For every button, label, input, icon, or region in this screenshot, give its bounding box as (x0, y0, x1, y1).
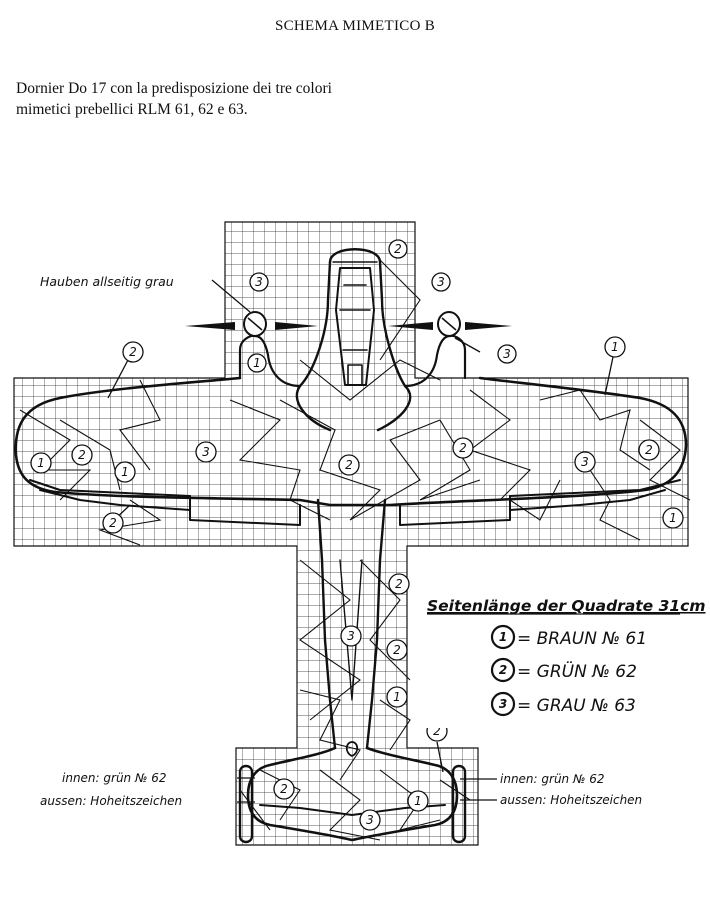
svg-text:1: 1 (499, 630, 507, 644)
svg-text:1: 1 (37, 456, 45, 470)
marker-wing-left-top: 2 (122, 341, 144, 363)
svg-text:2: 2 (109, 516, 117, 530)
marker-wing-right-top: 1 (604, 336, 626, 358)
svg-text:3: 3 (347, 629, 355, 643)
legend-label-gruen: = GRÜN № 62 (517, 660, 637, 682)
propeller-right (388, 311, 512, 337)
marker-engine-left: 1 (247, 353, 267, 373)
marker-prop-left: 3 (249, 272, 269, 292)
legend-label-braun: = BRAUN № 61 (517, 629, 647, 649)
scale-note: Seitenlänge der Quadrate 31cm (427, 597, 706, 615)
tail-right-note-1: innen: grün № 62 (500, 772, 605, 786)
svg-text:2: 2 (459, 441, 467, 455)
caption-line-1: Dornier Do 17 con la predisposizione dei… (16, 80, 332, 97)
svg-text:1: 1 (669, 511, 677, 525)
svg-text:3: 3 (202, 445, 210, 459)
svg-text:1: 1 (121, 465, 129, 479)
marker-tail-mid: 3 (359, 809, 381, 831)
marker-prop-right: 3 (431, 272, 451, 292)
marker-center: 2 (338, 454, 360, 476)
tail-left-note-2: aussen: Hoheitszeichen (40, 794, 182, 808)
svg-text:3: 3 (581, 455, 589, 469)
marker-nose: 2 (388, 239, 408, 259)
marker-fus-a: 2 (388, 573, 410, 595)
svg-text:2: 2 (433, 724, 441, 738)
marker-fus-b: 3 (340, 625, 362, 647)
svg-text:2: 2 (129, 345, 137, 359)
marker-rw-b: 3 (574, 451, 596, 473)
legend-item-2: 2 = GRÜN № 62 (490, 657, 637, 683)
tail-notes: innen: grün № 62 aussen: Hoheitszeichen … (40, 771, 642, 808)
svg-text:1: 1 (253, 356, 261, 370)
marker-lw-b: 2 (71, 444, 93, 466)
legend-label-grau: = GRAU № 63 (517, 696, 636, 716)
svg-text:2: 2 (393, 643, 401, 657)
marker-lw-a: 1 (30, 452, 52, 474)
leader-lines (107, 279, 614, 803)
svg-text:2: 2 (645, 443, 653, 457)
svg-text:2: 2 (345, 458, 353, 472)
svg-text:3: 3 (503, 347, 511, 361)
caption: Dornier Do 17 con la predisposizione dei… (16, 78, 436, 120)
tail-left-note-1: innen: grün № 62 (62, 771, 167, 785)
aircraft-outline (14, 248, 688, 844)
legend-item-1: 1 = BRAUN № 61 (490, 624, 647, 650)
svg-text:3: 3 (366, 813, 374, 827)
marker-lw-c: 1 (114, 461, 136, 483)
svg-text:3: 3 (499, 697, 507, 711)
svg-text:2: 2 (78, 448, 86, 462)
marker-tail-right: 1 (407, 790, 429, 812)
tail-right-note-2: aussen: Hoheitszeichen (500, 793, 642, 807)
legend-item-3: 3 = GRAU № 63 (490, 691, 636, 717)
marker-lw-e: 2 (102, 512, 124, 534)
marker-fus-c: 2 (386, 639, 408, 661)
propeller-left (185, 311, 318, 337)
marker-lw-d: 3 (195, 441, 217, 463)
svg-text:3: 3 (255, 275, 263, 289)
page-title: SCHEMA MIMETICO B (274, 18, 436, 34)
svg-text:2: 2 (394, 242, 402, 256)
grid-area (13, 221, 689, 846)
marker-rw-c: 2 (638, 439, 660, 461)
legend: Seitenlänge der Quadrate 31cm 1 = BRAUN … (420, 590, 706, 728)
marker-tail-left: 2 (273, 778, 295, 800)
marker-rw-d: 1 (662, 507, 684, 529)
canopy-note: Hauben allseitig grau (40, 274, 174, 289)
svg-text:1: 1 (414, 794, 422, 808)
marker-rw-a: 2 (452, 437, 474, 459)
caption-line-2: mimetici prebellici RLM 61, 62 e 63. (16, 101, 248, 118)
svg-text:2: 2 (499, 663, 507, 677)
svg-text:1: 1 (393, 690, 401, 704)
svg-text:3: 3 (437, 275, 445, 289)
marker-fus-d: 1 (386, 686, 408, 708)
marker-nacelle-right: 3 (497, 344, 517, 364)
svg-text:2: 2 (280, 782, 288, 796)
svg-text:2: 2 (395, 577, 403, 591)
svg-text:1: 1 (611, 340, 619, 354)
